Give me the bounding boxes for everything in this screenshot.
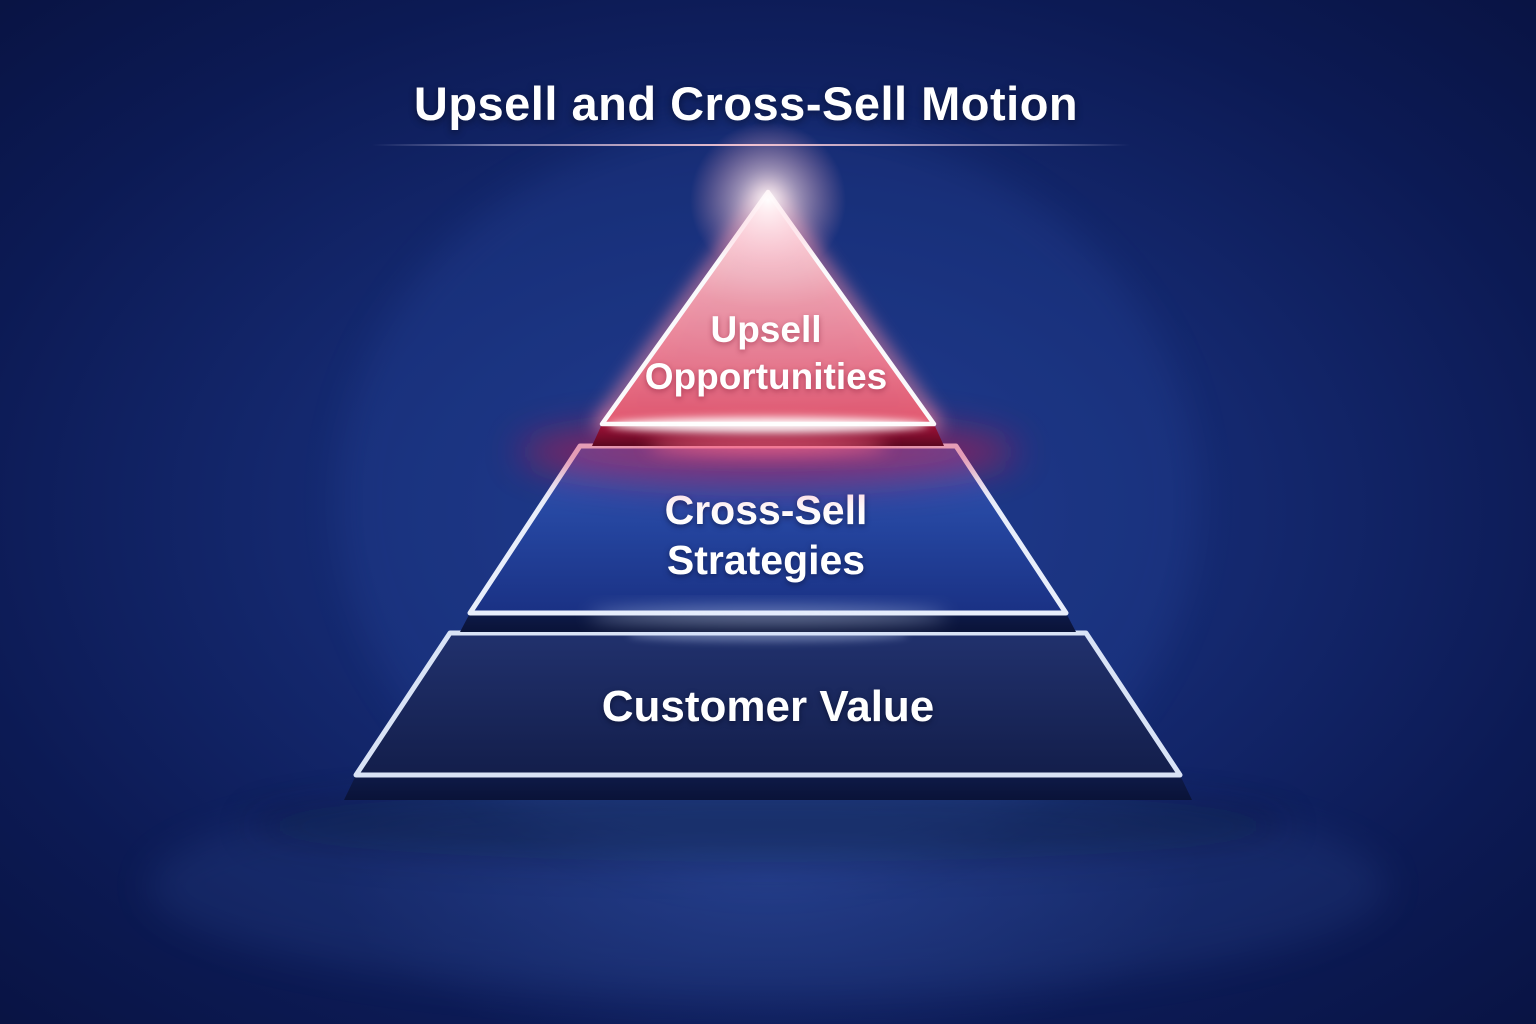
tier-crosssell-bottom-light (588, 608, 948, 624)
triangle-inner-sheen (602, 192, 934, 424)
tier-upsell-label-line2: Opportunities (645, 356, 888, 397)
triangle-base-white-streak (608, 417, 928, 433)
tier-customer-label: Customer Value (602, 682, 935, 731)
page-title: Upsell and Cross-Sell Motion (413, 77, 1079, 130)
apex-glow (690, 122, 846, 278)
title-divider (372, 144, 1130, 146)
tier-upsell-label-line1: Upsell (710, 309, 821, 350)
floor-reflection-glow (148, 776, 1388, 996)
tier-crosssell-label-line2: Strategies (667, 537, 865, 583)
header: Upsell and Cross-Sell Motion (0, 76, 1492, 131)
tier-customer-extrusion (344, 775, 1192, 800)
triangle-base-red-streak (648, 436, 888, 454)
tier-crosssell-label-line1: Cross-Sell (665, 487, 868, 533)
